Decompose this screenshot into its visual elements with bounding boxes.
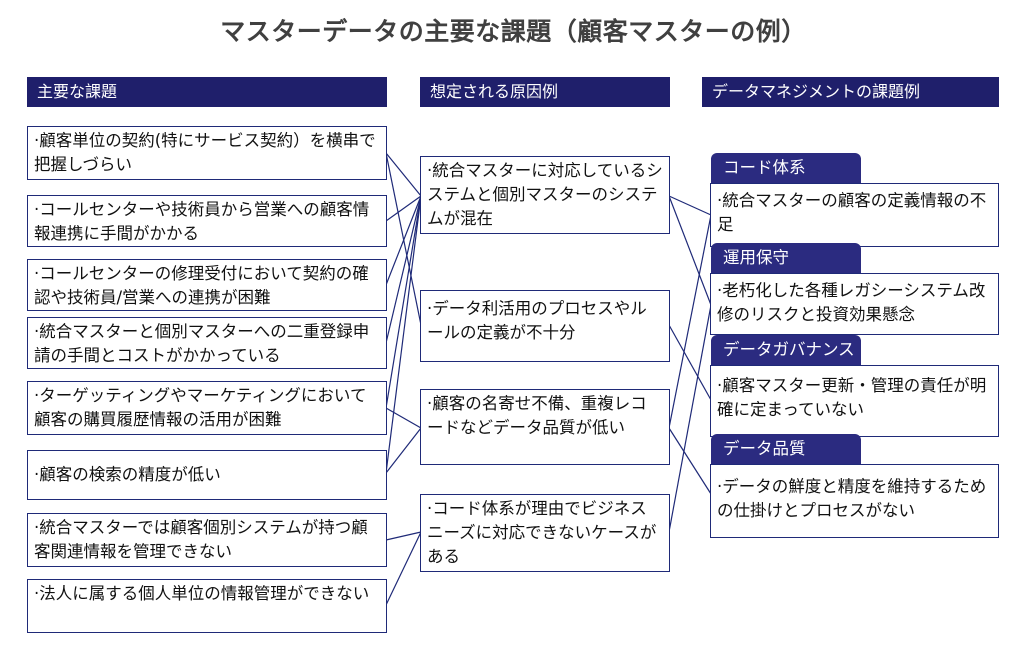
link-c2-e3	[668, 324, 712, 401]
example-box-4: ·データの鮮度と精度を維持するための仕掛けとプロセスがない	[710, 464, 999, 538]
tab-data-governance: データガバナンス	[711, 335, 861, 365]
link-c1-e1	[668, 195, 712, 216]
header-examples: データマネジメントの課題例	[702, 77, 999, 107]
issue-box-5: ·ターゲッティングやマーケティングにおいて顧客の購買履歴情報の活用が困難	[27, 381, 387, 435]
link-i6-c1	[385, 195, 422, 474]
link-c4-e2	[668, 304, 712, 533]
link-c3-e4	[668, 427, 712, 495]
link-i3-c1	[385, 195, 422, 286]
issue-box-6: ·顧客の検索の精度が低い	[27, 450, 387, 500]
link-i1-c1	[385, 152, 422, 197]
example-box-3: ·顧客マスター更新・管理の責任が明確に定まっていない	[710, 365, 999, 437]
cause-box-1: ·統合マスターに対応しているシステムと個別マスターのシステムが混在	[420, 156, 670, 234]
example-box-1: ·統合マスターの顧客の定義情報の不足	[710, 183, 999, 247]
link-i5-c3	[385, 407, 422, 429]
example-box-2: ·老朽化した各種レガシーシステム改修のリスクと投資効果懸念	[710, 273, 999, 335]
link-i5-c1	[385, 195, 422, 409]
issue-box-1: ·顧客単位の契約(特にサービス契約）を横串で把握しづらい	[27, 126, 387, 180]
issue-box-3: ·コールセンターの修理受付において契約の確認や技術員/営業への連携が困難	[27, 259, 387, 311]
tab-code-system: コード体系	[711, 153, 861, 183]
link-c3-e1	[668, 214, 712, 429]
tab-operation-maintenance: 運用保守	[711, 243, 861, 273]
cause-box-2: ·データ利活用のプロセスやルールの定義が不十分	[420, 290, 670, 362]
issue-box-4: ·統合マスターと個別マスターへの二重登録申請の手間とコストがかかっている	[27, 317, 387, 369]
cause-box-4: ·コード体系が理由でビジネスニーズに対応できないケースがある	[420, 494, 670, 572]
page-title: マスターデータの主要な課題（顧客マスターの例）	[220, 17, 807, 46]
link-i7-c4	[385, 531, 422, 541]
issue-box-2: ·コールセンターや技術員から営業への顧客情報連携に手間がかかる	[27, 195, 387, 247]
link-i4-c1	[385, 195, 422, 344]
link-i2-c1	[385, 195, 422, 222]
tab-data-quality: データ品質	[711, 434, 861, 464]
issue-box-7: ·統合マスターでは顧客個別システムが持つ顧客関連情報を管理できない	[27, 513, 387, 567]
link-c1-e2	[668, 195, 712, 306]
issue-box-8: ·法人に属する個人単位の情報管理ができない	[27, 579, 387, 633]
cause-box-3: ·顧客の名寄せ不備、重複レコードなどデータ品質が低い	[420, 389, 670, 465]
link-i8-c4	[385, 531, 422, 606]
link-i6-c3	[385, 427, 422, 474]
header-issues: 主要な課題	[27, 77, 387, 107]
header-causes: 想定される原因例	[420, 77, 670, 107]
